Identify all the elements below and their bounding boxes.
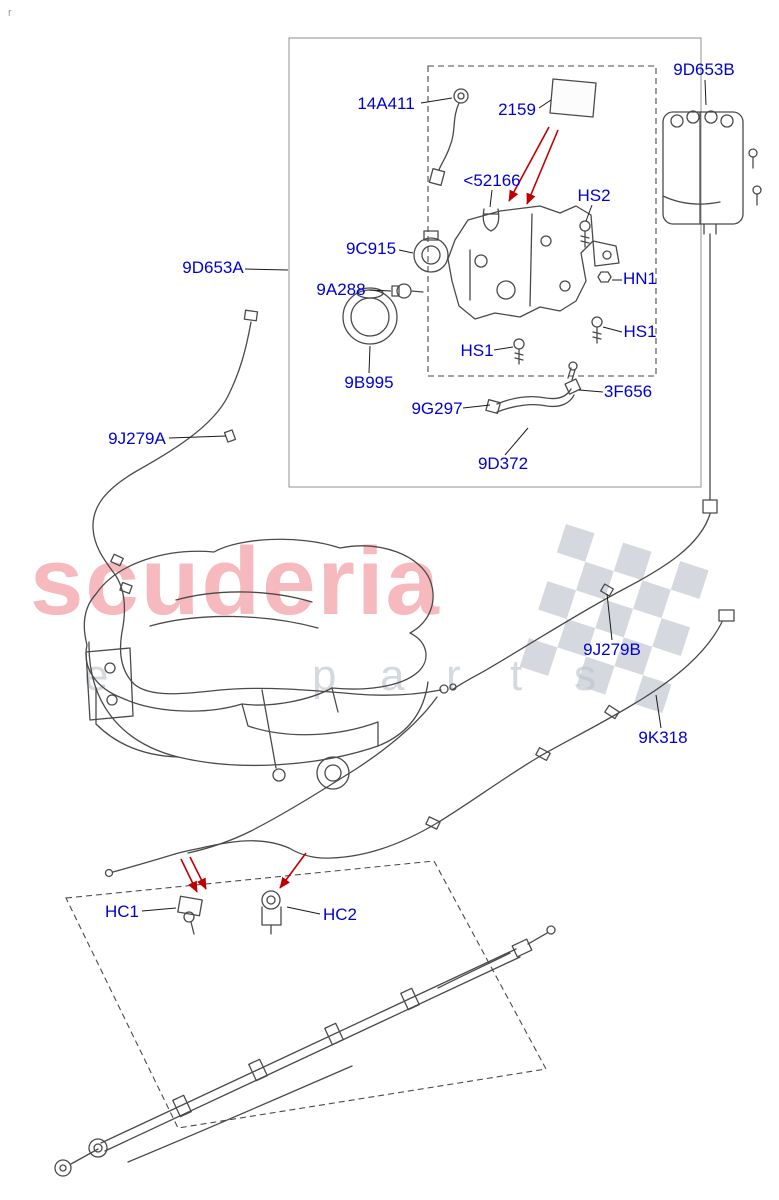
part-label-hs1-center[interactable]: HS1 bbox=[460, 341, 494, 360]
part-label-9b995[interactable]: 9B995 bbox=[344, 373, 394, 392]
fuel-rail-drawing bbox=[54, 925, 556, 1177]
fuel-lines-drawing bbox=[92, 233, 735, 878]
part-label-9j279b[interactable]: 9J279B bbox=[583, 640, 641, 659]
leader-lines bbox=[141, 79, 707, 915]
group-boxes bbox=[65, 37, 702, 1129]
watermark-letter: a bbox=[380, 651, 405, 700]
checkered-flag-watermark bbox=[519, 524, 709, 714]
part-label-3f656[interactable]: 3F656 bbox=[603, 382, 653, 401]
part-label-hc2[interactable]: HC2 bbox=[322, 905, 358, 924]
pump-module-group-box bbox=[288, 37, 702, 488]
watermark-letter: s bbox=[574, 651, 596, 700]
part-label-9g297[interactable]: 9G297 bbox=[411, 399, 463, 418]
part-label-hs2[interactable]: HS2 bbox=[577, 186, 611, 205]
part-label-hs1-right[interactable]: HS1 bbox=[623, 322, 657, 341]
red-pointer-arrows bbox=[180, 126, 559, 893]
hc-clips-drawing bbox=[177, 890, 282, 935]
part-label-hn1[interactable]: HN1 bbox=[622, 269, 658, 288]
part-label-52166[interactable]: <52166 bbox=[463, 171, 521, 190]
part-label-9a288[interactable]: 9A288 bbox=[316, 280, 366, 299]
part-label-9c915[interactable]: 9C915 bbox=[345, 239, 397, 258]
corner-mark: r bbox=[8, 7, 12, 19]
fuel-tank-drawing bbox=[83, 538, 434, 790]
part-label-9d653a[interactable]: 9D653A bbox=[182, 258, 244, 277]
part-label-9d653b[interactable]: 9D653B bbox=[673, 60, 735, 79]
watermark-letter: t bbox=[510, 651, 522, 700]
part-label-hc1[interactable]: HC1 bbox=[104, 902, 140, 921]
bracket-subgroup-dashed-box bbox=[427, 65, 657, 377]
watermark-letter: r bbox=[446, 651, 461, 700]
canister-drawing bbox=[662, 110, 762, 235]
part-label-2159[interactable]: 2159 bbox=[498, 100, 536, 119]
part-label-9k318[interactable]: 9K318 bbox=[638, 728, 688, 747]
watermark: scuderia e p a r t s r bbox=[8, 7, 709, 714]
pump-module-parts-drawing bbox=[342, 78, 620, 415]
fuel-rail-dashed-box bbox=[65, 860, 547, 1129]
part-label-9j279a[interactable]: 9J279A bbox=[108, 429, 166, 448]
part-label-14a411[interactable]: 14A411 bbox=[357, 94, 415, 113]
part-label-9d372[interactable]: 9D372 bbox=[477, 454, 529, 473]
